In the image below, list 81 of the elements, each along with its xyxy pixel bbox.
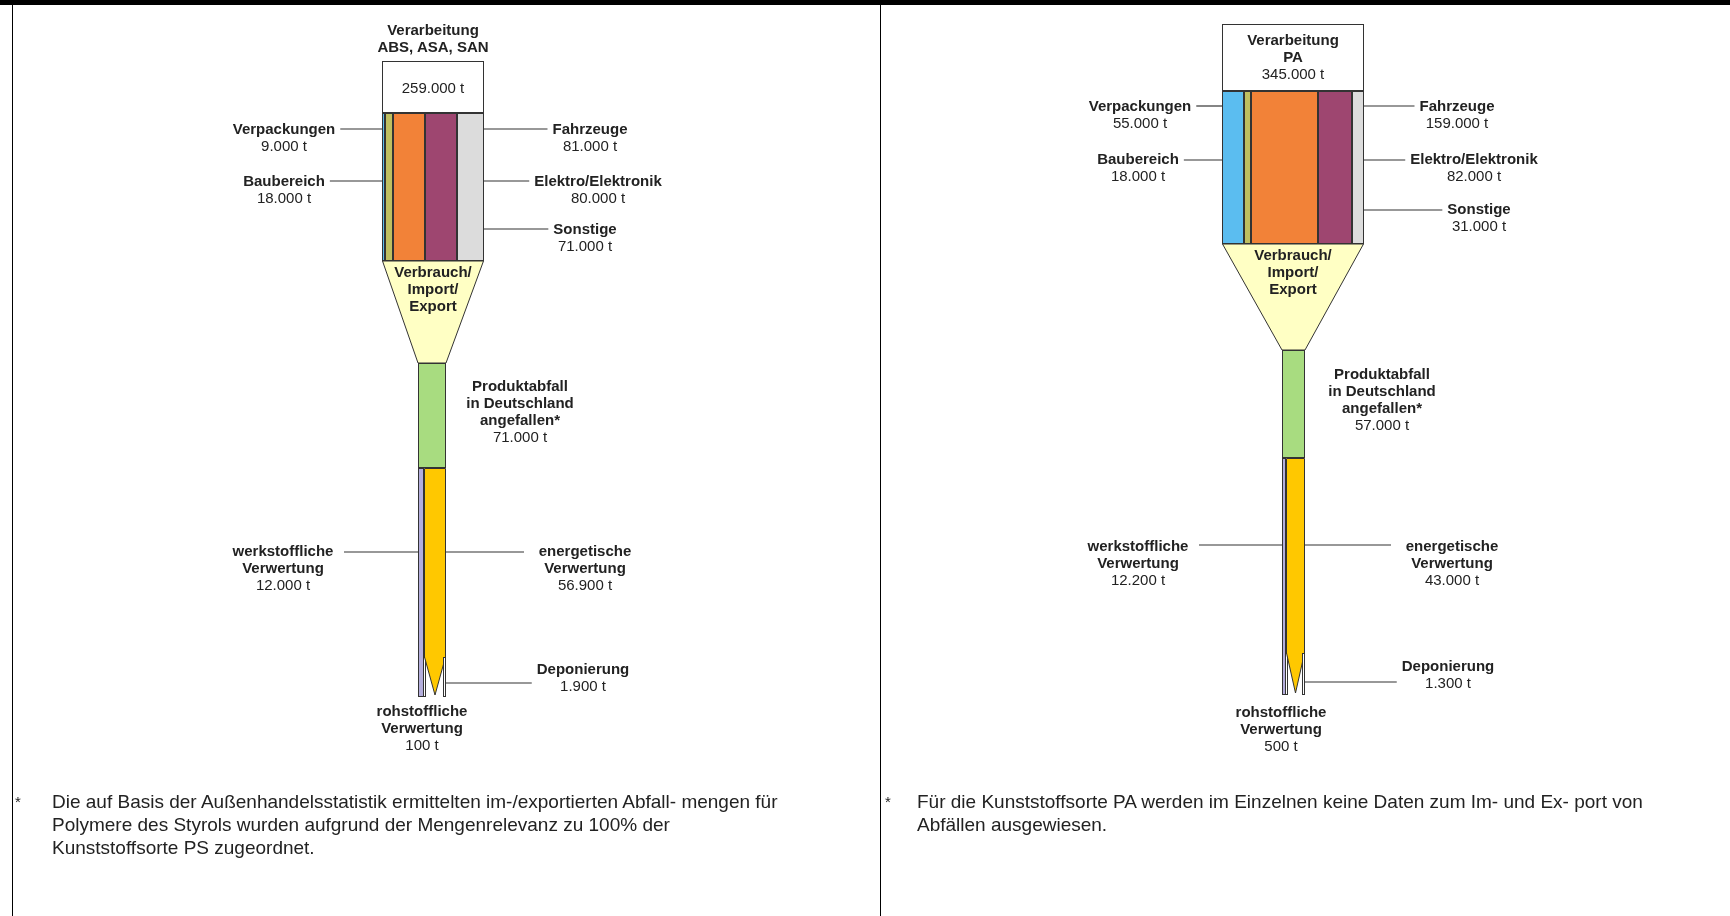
tonnage-value: 82.000 t [1445, 167, 1503, 184]
category-label: Fahrzeuge [552, 120, 628, 137]
recycling-stripe [1282, 458, 1286, 695]
tonnage-value: 55.000 t [1111, 114, 1169, 131]
category-label: Fahrzeuge [1419, 97, 1495, 114]
category-label: energetische Verwertung [1404, 537, 1500, 571]
leader-line [1363, 209, 1443, 211]
recovery-stripe [423, 657, 426, 697]
leader-line [445, 551, 525, 553]
energy-recovery-stripe [424, 468, 446, 697]
category-label: Sonstige [1447, 200, 1511, 217]
waste-bar [418, 363, 446, 468]
tonnage-value: 159.000 t [1424, 114, 1490, 131]
category-stripe [457, 113, 484, 261]
waste-bar [1282, 350, 1305, 458]
category-stripe [1222, 91, 1244, 244]
tonnage-value: 345.000 t [1260, 65, 1326, 82]
category-stripe [382, 113, 385, 261]
tonnage-value: 71.000 t [556, 237, 614, 254]
process-heading: Verarbeitung PA [1246, 31, 1340, 65]
category-stripe [1251, 91, 1318, 244]
landfill-stripe [443, 657, 446, 697]
tonnage-value: 259.000 t [401, 78, 465, 96]
category-label: Baubereich [1097, 150, 1179, 167]
tonnage-value: 43.000 t [1423, 571, 1481, 588]
energy-recovery-stripe [1286, 458, 1305, 695]
leader-line [343, 551, 419, 553]
recovery-stripe [1285, 653, 1288, 695]
tonnage-value: 12.200 t [1109, 571, 1167, 588]
recycling-stripe [418, 468, 424, 697]
leader-line [1195, 105, 1223, 107]
category-stripe [393, 113, 425, 261]
category-stripe [425, 113, 457, 261]
tonnage-value: 80.000 t [569, 189, 627, 206]
category-label: Baubereich [243, 172, 325, 189]
category-stripe [385, 113, 393, 261]
category-label: Deponierung [536, 660, 630, 677]
stage-label: Verbrauch/ Import/ Export [1253, 246, 1333, 297]
flow-label: Produktabfall in Deutschland angefallen* [1327, 365, 1437, 416]
tonnage-value: 71.000 t [491, 428, 549, 445]
category-label: Sonstige [553, 220, 617, 237]
tonnage-value: 18.000 t [255, 189, 313, 206]
leader-line [339, 128, 383, 130]
category-label: Elektro/Elektronik [1410, 150, 1538, 167]
category-label: werkstoffliche Verwertung [231, 542, 335, 576]
footnote-mark: * [885, 792, 891, 812]
landfill-stripe [1302, 653, 1305, 695]
tonnage-value: 81.000 t [561, 137, 619, 154]
tonnage-value: 57.000 t [1353, 416, 1411, 433]
tonnage-value: 9.000 t [260, 137, 308, 154]
leader-line [445, 682, 533, 684]
footnote-mark: * [15, 792, 21, 812]
process-box [1222, 24, 1364, 91]
category-stripe [1244, 91, 1251, 244]
leader-line [1304, 544, 1392, 546]
leader-line [483, 228, 549, 230]
tonnage-value: 31.000 t [1450, 217, 1508, 234]
footnote-text: Die auf Basis der Außenhandelsstatistik ermittelten im-/exportierten Abfall- mengen für Polymere des Styrols wurden aufgrund der Mengenrelevanz zu 100% der Kunststoffsorte PS zugeordnet. [52, 790, 779, 859]
category-label: Deponierung [1401, 657, 1495, 674]
category-stripe [1352, 91, 1364, 244]
tonnage-value: 18.000 t [1109, 167, 1167, 184]
tonnage-value: 100 t [404, 736, 440, 753]
flow-label: rohstoffliche Verwertung [375, 702, 469, 736]
flow-label: Produktabfall in Deutschland angefallen* [465, 377, 575, 428]
footnote-text: Für die Kunststoffsorte PA werden im Einzelnen keine Daten zum Im- und Ex- port von Abfällen ausgewiesen. [917, 790, 1644, 836]
category-label: werkstoffliche Verwertung [1086, 537, 1190, 571]
tonnage-value: 500 t [1263, 737, 1299, 754]
category-label: energetische Verwertung [537, 542, 633, 576]
category-label: Verpackungen [1088, 97, 1192, 114]
category-stripe [1318, 91, 1352, 244]
category-label: Elektro/Elektronik [534, 172, 662, 189]
tonnage-value: 12.000 t [254, 576, 312, 593]
tonnage-value: 1.900 t [559, 677, 607, 694]
leader-line [1304, 681, 1398, 683]
tonnage-value: 1.300 t [1424, 674, 1472, 691]
tonnage-value: 56.900 t [556, 576, 614, 593]
process-heading: Verarbeitung ABS, ASA, SAN [376, 21, 490, 55]
category-label: Verpackungen [232, 120, 336, 137]
leader-line [1198, 544, 1283, 546]
stage-label: Verbrauch/ Import/ Export [393, 263, 473, 314]
flow-label: rohstoffliche Verwertung [1234, 703, 1328, 737]
